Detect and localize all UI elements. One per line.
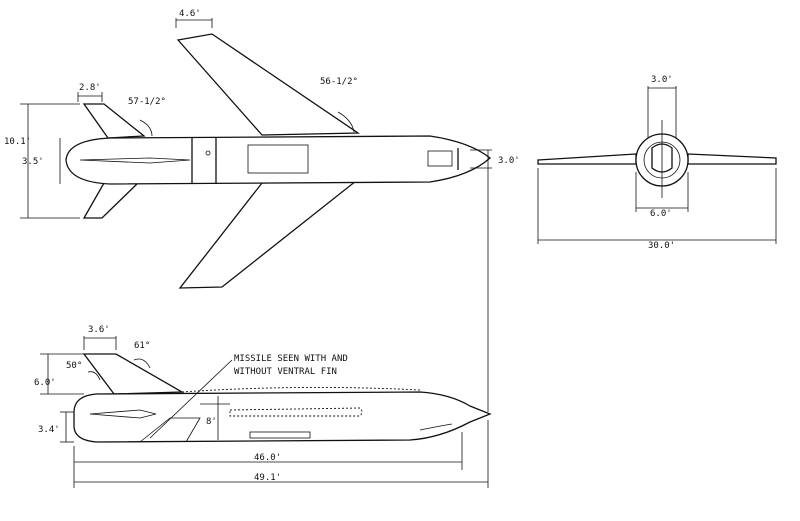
front-right-wing [687, 153, 777, 165]
ventral-fin [139, 417, 201, 443]
dim-side-body-height: 3.4' [38, 425, 60, 435]
lower-wing [178, 180, 358, 289]
front-view: 3.0' 6.0' 30.0' [537, 75, 777, 251]
side-fuselage [73, 391, 492, 443]
dim-side-mid: 8' [206, 417, 217, 427]
dim-tip-chord: 4.6' [179, 9, 201, 19]
dim-fin-height: 6.0' [34, 378, 56, 388]
dim-front-diameter: 3.0' [651, 75, 673, 85]
note-line-1: MISSILE SEEN WITH AND [234, 354, 348, 364]
side-view: MISSILE SEEN WITH AND WITHOUT VENTRAL FI… [34, 168, 492, 488]
front-left-wing [537, 153, 637, 165]
dim-wing-span: 30.0' [648, 241, 675, 251]
dim-tail-chord: 2.8' [79, 83, 101, 93]
plan-fuselage [65, 135, 492, 185]
vertical-fin [82, 353, 185, 395]
dim-tail-sweep: 57-1/2° [128, 97, 166, 107]
note-line-2: WITHOUT VENTRAL FIN [234, 367, 337, 377]
plan-view: 4.6' 2.8' 57-1/2° 56-1/2° 10.1' 3.5' 3.0… [4, 9, 520, 289]
dim-nose-diameter: 3.0' [498, 156, 520, 166]
dim-wing-sweep: 56-1/2° [320, 77, 358, 87]
upper-tail-fin [82, 103, 146, 139]
dim-tail-height: 10.1' [4, 137, 31, 147]
dim-front-body: 6.0' [650, 209, 672, 219]
dim-length-46: 46.0' [254, 453, 281, 463]
dim-body-diameter: 3.5' [22, 157, 44, 167]
dim-fin-chord: 3.6' [88, 325, 110, 335]
dim-fin-sweep: 61° [134, 341, 150, 351]
lower-tail-fin [82, 180, 142, 219]
dim-length-49: 49.1' [254, 473, 281, 483]
upper-wing [176, 33, 361, 136]
dim-fin-angle: 50° [66, 361, 82, 371]
canopy-window [247, 144, 309, 174]
